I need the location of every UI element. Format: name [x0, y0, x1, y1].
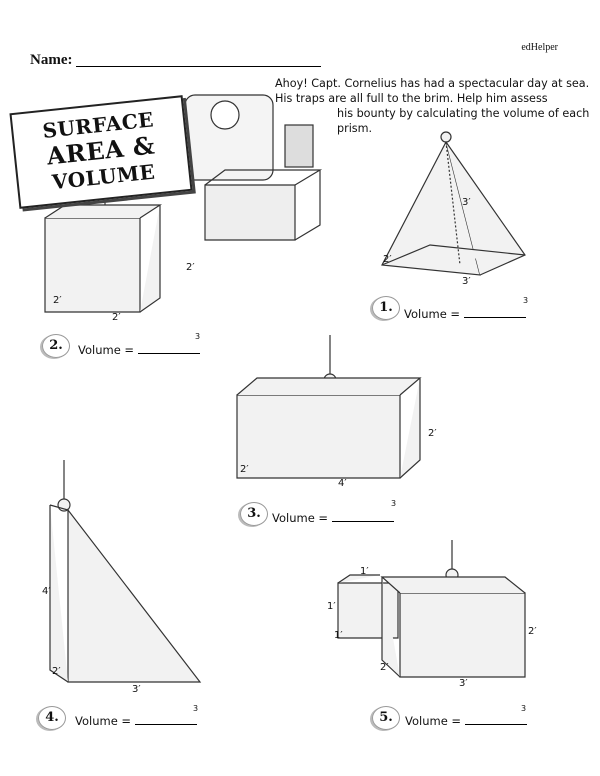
intro-text: Ahoy! Capt. Cornelius has had a spectacu…	[275, 76, 595, 136]
exponent: 3	[195, 332, 201, 341]
p3-dim-width: 4′	[338, 478, 347, 489]
problem-1-number: 1.	[372, 296, 400, 320]
problem-3-answer: Volume =	[272, 511, 394, 525]
name-label: Name:	[30, 52, 73, 68]
problem-4-answer: Volume =	[75, 714, 197, 728]
name-field[interactable]	[76, 66, 321, 67]
p3-dim-height: 2′	[428, 428, 437, 439]
p2-dim-depth: 2′	[53, 295, 62, 306]
title-sign: SURFACE AREA & VOLUME	[9, 95, 193, 209]
p4-dim-depth: 2′	[52, 666, 61, 677]
prism-5-boxes	[337, 540, 526, 678]
exponent: 3	[193, 704, 199, 713]
problem-1-answer: Volume =	[404, 307, 526, 321]
volume-label: Volume =	[405, 714, 462, 728]
prism-4-triangular	[49, 460, 202, 683]
p3-dim-depth: 2′	[240, 464, 249, 475]
captain-illustration	[184, 94, 323, 241]
exponent: 3	[523, 296, 529, 305]
volume-label: Volume =	[78, 343, 135, 357]
problem-5-answer: Volume =	[405, 714, 527, 728]
p5-large-height: 2′	[528, 626, 537, 637]
exponent: 3	[391, 499, 397, 508]
p1-dim-width: 2′	[383, 254, 392, 265]
problem-5-number: 5.	[372, 706, 400, 730]
p5-large-width: 3′	[459, 678, 468, 689]
exponent: 3	[521, 704, 527, 713]
volume-label: Volume =	[404, 307, 461, 321]
intro-line-2: his bounty by calculating the volume of …	[337, 107, 590, 135]
problem-2-answer: Volume =	[78, 343, 200, 357]
prism-2-cube	[44, 204, 163, 313]
p5-small-width: 1′	[360, 566, 369, 577]
prism-3-box	[236, 335, 422, 479]
answer-5-field[interactable]	[464, 724, 527, 725]
p5-large-depth: 2′	[380, 662, 389, 673]
problem-3-number: 3.	[240, 502, 268, 526]
p1-dim-base: 3′	[462, 276, 471, 287]
prism-1-pyramid	[381, 131, 526, 276]
p2-dim-width: 2′	[112, 312, 121, 323]
p4-dim-base: 3′	[132, 684, 141, 695]
volume-label: Volume =	[75, 714, 132, 728]
p5-small-height: 1′	[327, 601, 336, 612]
problem-4-number: 4.	[38, 706, 66, 730]
answer-1-field[interactable]	[463, 317, 526, 318]
answer-4-field[interactable]	[134, 724, 197, 725]
p4-dim-height: 4′	[42, 586, 51, 597]
volume-label: Volume =	[272, 511, 329, 525]
answer-3-field[interactable]	[331, 521, 394, 522]
problem-2-number: 2.	[42, 334, 70, 358]
p2-dim-height: 2′	[186, 262, 195, 273]
brand-label: edHelper	[521, 42, 558, 53]
p1-dim-height: 3′	[462, 197, 471, 208]
answer-2-field[interactable]	[137, 353, 200, 354]
p5-small-depth: 1′	[334, 630, 343, 641]
intro-line-1: Ahoy! Capt. Cornelius has had a spectacu…	[275, 77, 590, 105]
